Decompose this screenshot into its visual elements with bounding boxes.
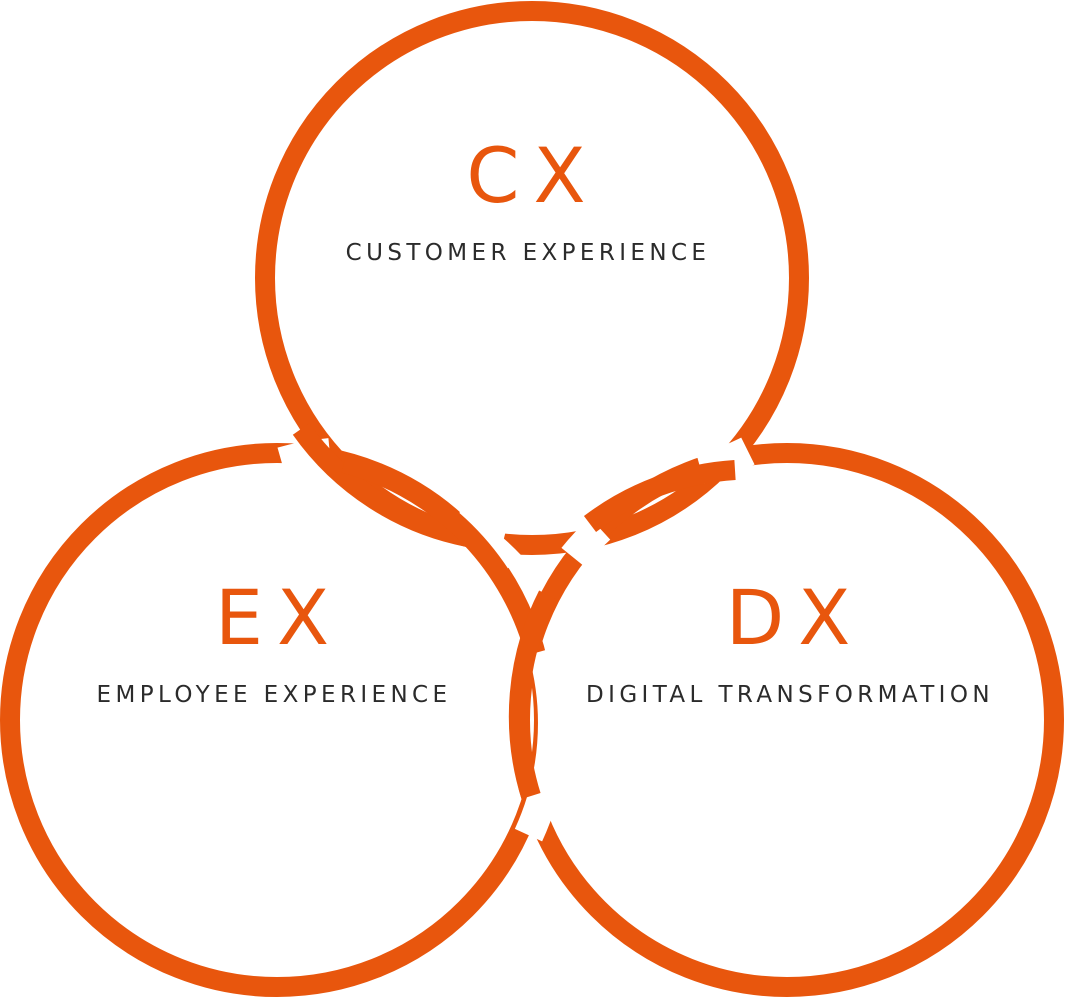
ex-label-group: EX EMPLOYEE EXPERIENCE bbox=[93, 578, 452, 710]
weave-gap-dx-left bbox=[514, 646, 568, 842]
circle-ex-over-dx bbox=[341, 453, 540, 640]
circle-cx-over-ex bbox=[292, 423, 470, 547]
dx-label-group: DX DIGITAL TRANSFORMATION bbox=[582, 578, 994, 710]
circle-dx-over-cx bbox=[583, 460, 736, 533]
circle-dx-segment bbox=[508, 590, 557, 799]
weave-gap-dx-upper bbox=[561, 517, 611, 567]
ex-abbreviation: EX bbox=[214, 573, 344, 662]
cx-full-name: CUSTOMER EXPERIENCE bbox=[345, 240, 711, 266]
ex-full-name: EMPLOYEE EXPERIENCE bbox=[96, 682, 452, 708]
circle-cx bbox=[255, 1, 809, 555]
cx-label-group: CX CUSTOMER EXPERIENCE bbox=[342, 136, 711, 268]
cx-abbreviation: CX bbox=[466, 131, 600, 220]
dx-abbreviation: DX bbox=[725, 573, 865, 662]
dx-full-name: DIGITAL TRANSFORMATION bbox=[586, 682, 994, 708]
